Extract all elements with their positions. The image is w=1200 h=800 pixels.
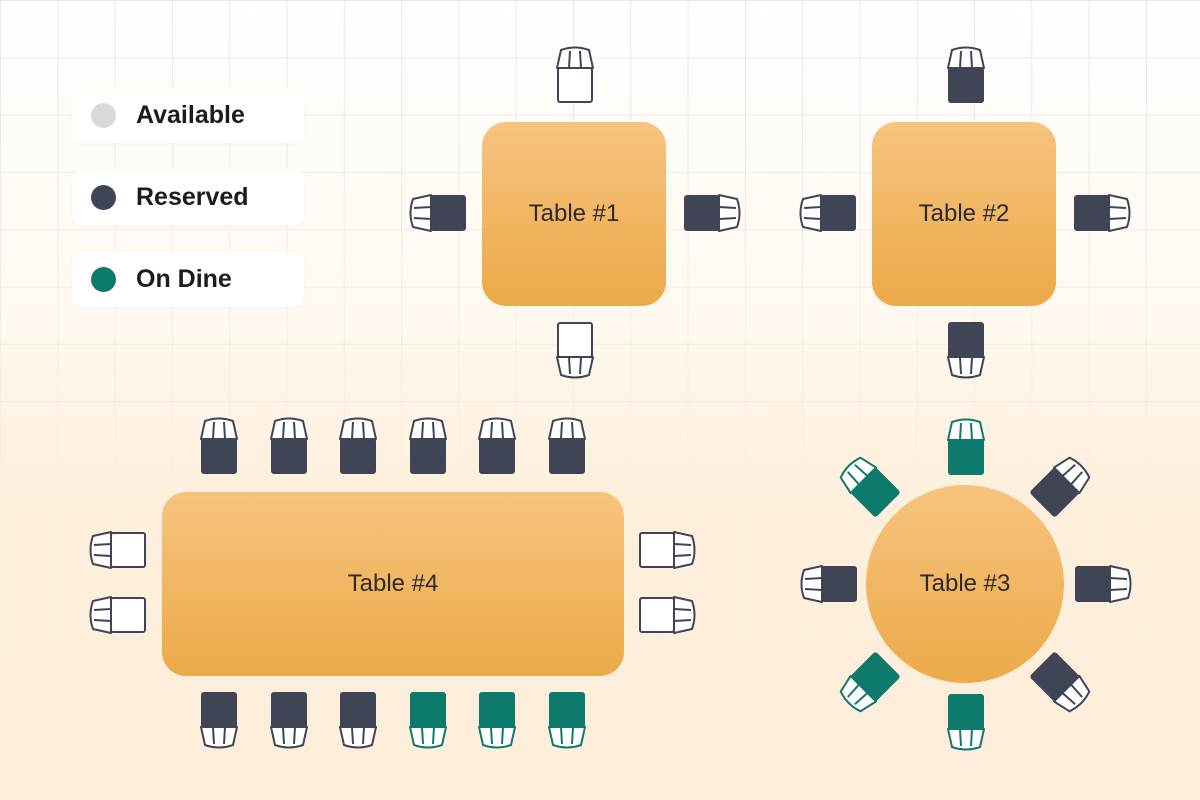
chair-on-dine[interactable]	[835, 452, 903, 520]
table-label: Table #4	[347, 570, 439, 597]
legend-label: Available	[136, 100, 245, 129]
chair-reserved[interactable]	[408, 417, 448, 475]
chair-reserved[interactable]	[338, 691, 378, 749]
table-3[interactable]: Table #3	[866, 485, 1064, 683]
chair-reserved[interactable]	[269, 417, 309, 475]
chair-reserved[interactable]	[199, 417, 239, 475]
chair-available[interactable]	[89, 595, 147, 635]
chair-reserved[interactable]	[1074, 564, 1132, 604]
table-1[interactable]: Table #1	[482, 122, 666, 306]
chair-on-dine[interactable]	[547, 691, 587, 749]
chair-reserved[interactable]	[800, 564, 858, 604]
legend-label: Reserved	[136, 182, 249, 211]
chair-reserved[interactable]	[946, 321, 986, 379]
chair-reserved[interactable]	[269, 691, 309, 749]
legend-label: On Dine	[136, 264, 232, 293]
table-4[interactable]: Table #4	[162, 492, 624, 676]
legend-item-reserved: Reserved	[72, 169, 304, 225]
chair-reserved[interactable]	[799, 193, 857, 233]
chair-reserved[interactable]	[946, 46, 986, 104]
chair-reserved[interactable]	[1027, 452, 1095, 520]
chair-available[interactable]	[638, 595, 696, 635]
chair-reserved[interactable]	[1073, 193, 1131, 233]
chair-on-dine[interactable]	[835, 649, 903, 717]
table-2[interactable]: Table #2	[872, 122, 1056, 306]
chair-available[interactable]	[555, 321, 595, 379]
status-dot-reserved	[91, 184, 116, 210]
status-dot-available	[91, 102, 116, 128]
chair-on-dine[interactable]	[946, 418, 986, 476]
chair-reserved[interactable]	[547, 417, 587, 475]
chair-on-dine[interactable]	[408, 691, 448, 749]
table-label: Table #2	[918, 200, 1010, 227]
chair-on-dine[interactable]	[477, 691, 517, 749]
legend-item-on-dine: On Dine	[72, 251, 304, 307]
chair-available[interactable]	[638, 530, 696, 570]
chair-reserved[interactable]	[409, 193, 467, 233]
chair-reserved[interactable]	[683, 193, 741, 233]
chair-available[interactable]	[555, 46, 595, 104]
table-label: Table #1	[528, 200, 620, 227]
chair-available[interactable]	[89, 530, 147, 570]
chair-reserved[interactable]	[477, 417, 517, 475]
chair-reserved[interactable]	[1027, 649, 1095, 717]
legend-item-available: Available	[72, 87, 304, 143]
table-label: Table #3	[919, 570, 1011, 597]
chair-reserved[interactable]	[338, 417, 378, 475]
chair-on-dine[interactable]	[946, 693, 986, 751]
chair-reserved[interactable]	[199, 691, 239, 749]
status-dot-on-dine	[91, 266, 116, 292]
